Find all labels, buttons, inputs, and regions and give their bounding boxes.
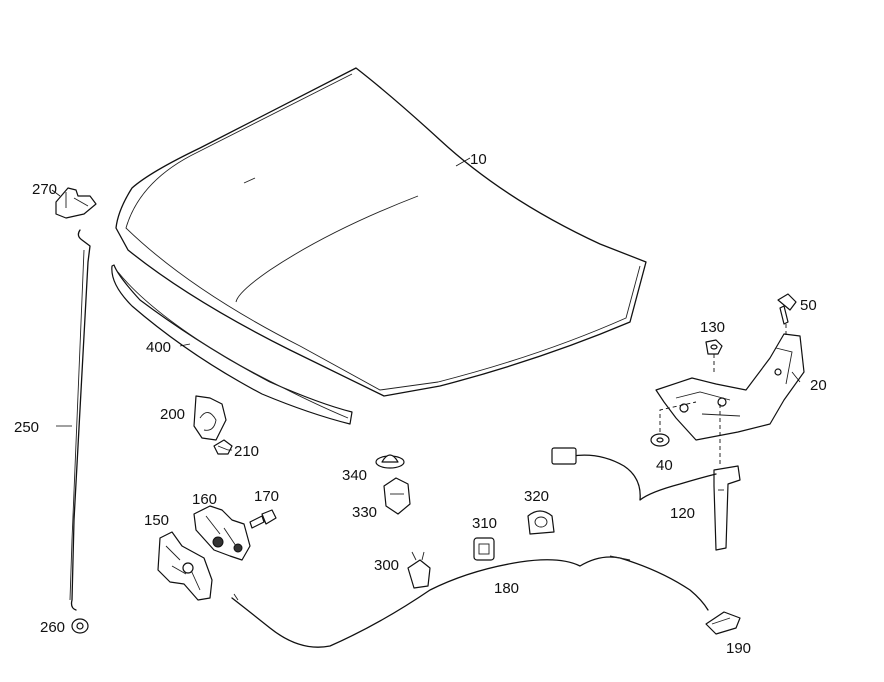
lock-part-150[interactable]: [157, 531, 213, 601]
washer-part-40[interactable]: [650, 433, 670, 447]
clip-part-300[interactable]: [407, 551, 431, 589]
release-handle-part-190[interactable]: [705, 611, 741, 635]
bracket-part-200[interactable]: [193, 395, 227, 441]
label-200: 200: [160, 406, 185, 423]
label-170: 170: [254, 488, 279, 505]
strut-part-120[interactable]: [551, 447, 741, 551]
label-270: 270: [32, 181, 57, 198]
cap-part-340[interactable]: [375, 454, 405, 469]
label-300: 300: [374, 557, 399, 574]
label-120: 120: [670, 505, 695, 522]
clip-part-320[interactable]: [527, 510, 555, 535]
bolt-part-170[interactable]: [249, 509, 277, 529]
nut-part-130[interactable]: [705, 339, 723, 355]
holder-part-310[interactable]: [473, 537, 495, 561]
label-310: 310: [472, 515, 497, 532]
label-180: 180: [494, 580, 519, 597]
clip-part-210[interactable]: [213, 439, 233, 455]
label-400: 400: [146, 339, 171, 356]
label-130: 130: [700, 319, 725, 336]
label-340: 340: [342, 467, 367, 484]
holder-part-330[interactable]: [383, 477, 411, 515]
hood-part-10[interactable]: [115, 67, 647, 397]
grommet-part-260[interactable]: [71, 618, 89, 634]
label-160: 160: [192, 491, 217, 508]
clip-part-270[interactable]: [55, 187, 97, 219]
label-320: 320: [524, 488, 549, 505]
label-40: 40: [656, 457, 673, 474]
label-250: 250: [14, 419, 39, 436]
seal-strip-part-400[interactable]: [111, 264, 353, 425]
label-260: 260: [40, 619, 65, 636]
release-cable-part-180[interactable]: [231, 555, 709, 648]
stay-rod-part-250[interactable]: [69, 229, 91, 611]
label-190: 190: [726, 640, 751, 657]
hinge-part-20[interactable]: [655, 333, 805, 441]
bolt-part-50[interactable]: [777, 293, 797, 325]
label-150: 150: [144, 512, 169, 529]
lock-housing-part-160[interactable]: [193, 505, 251, 561]
label-10: 10: [470, 151, 487, 168]
label-330: 330: [352, 504, 377, 521]
label-50: 50: [800, 297, 817, 314]
label-20: 20: [810, 377, 827, 394]
label-210: 210: [234, 443, 259, 460]
